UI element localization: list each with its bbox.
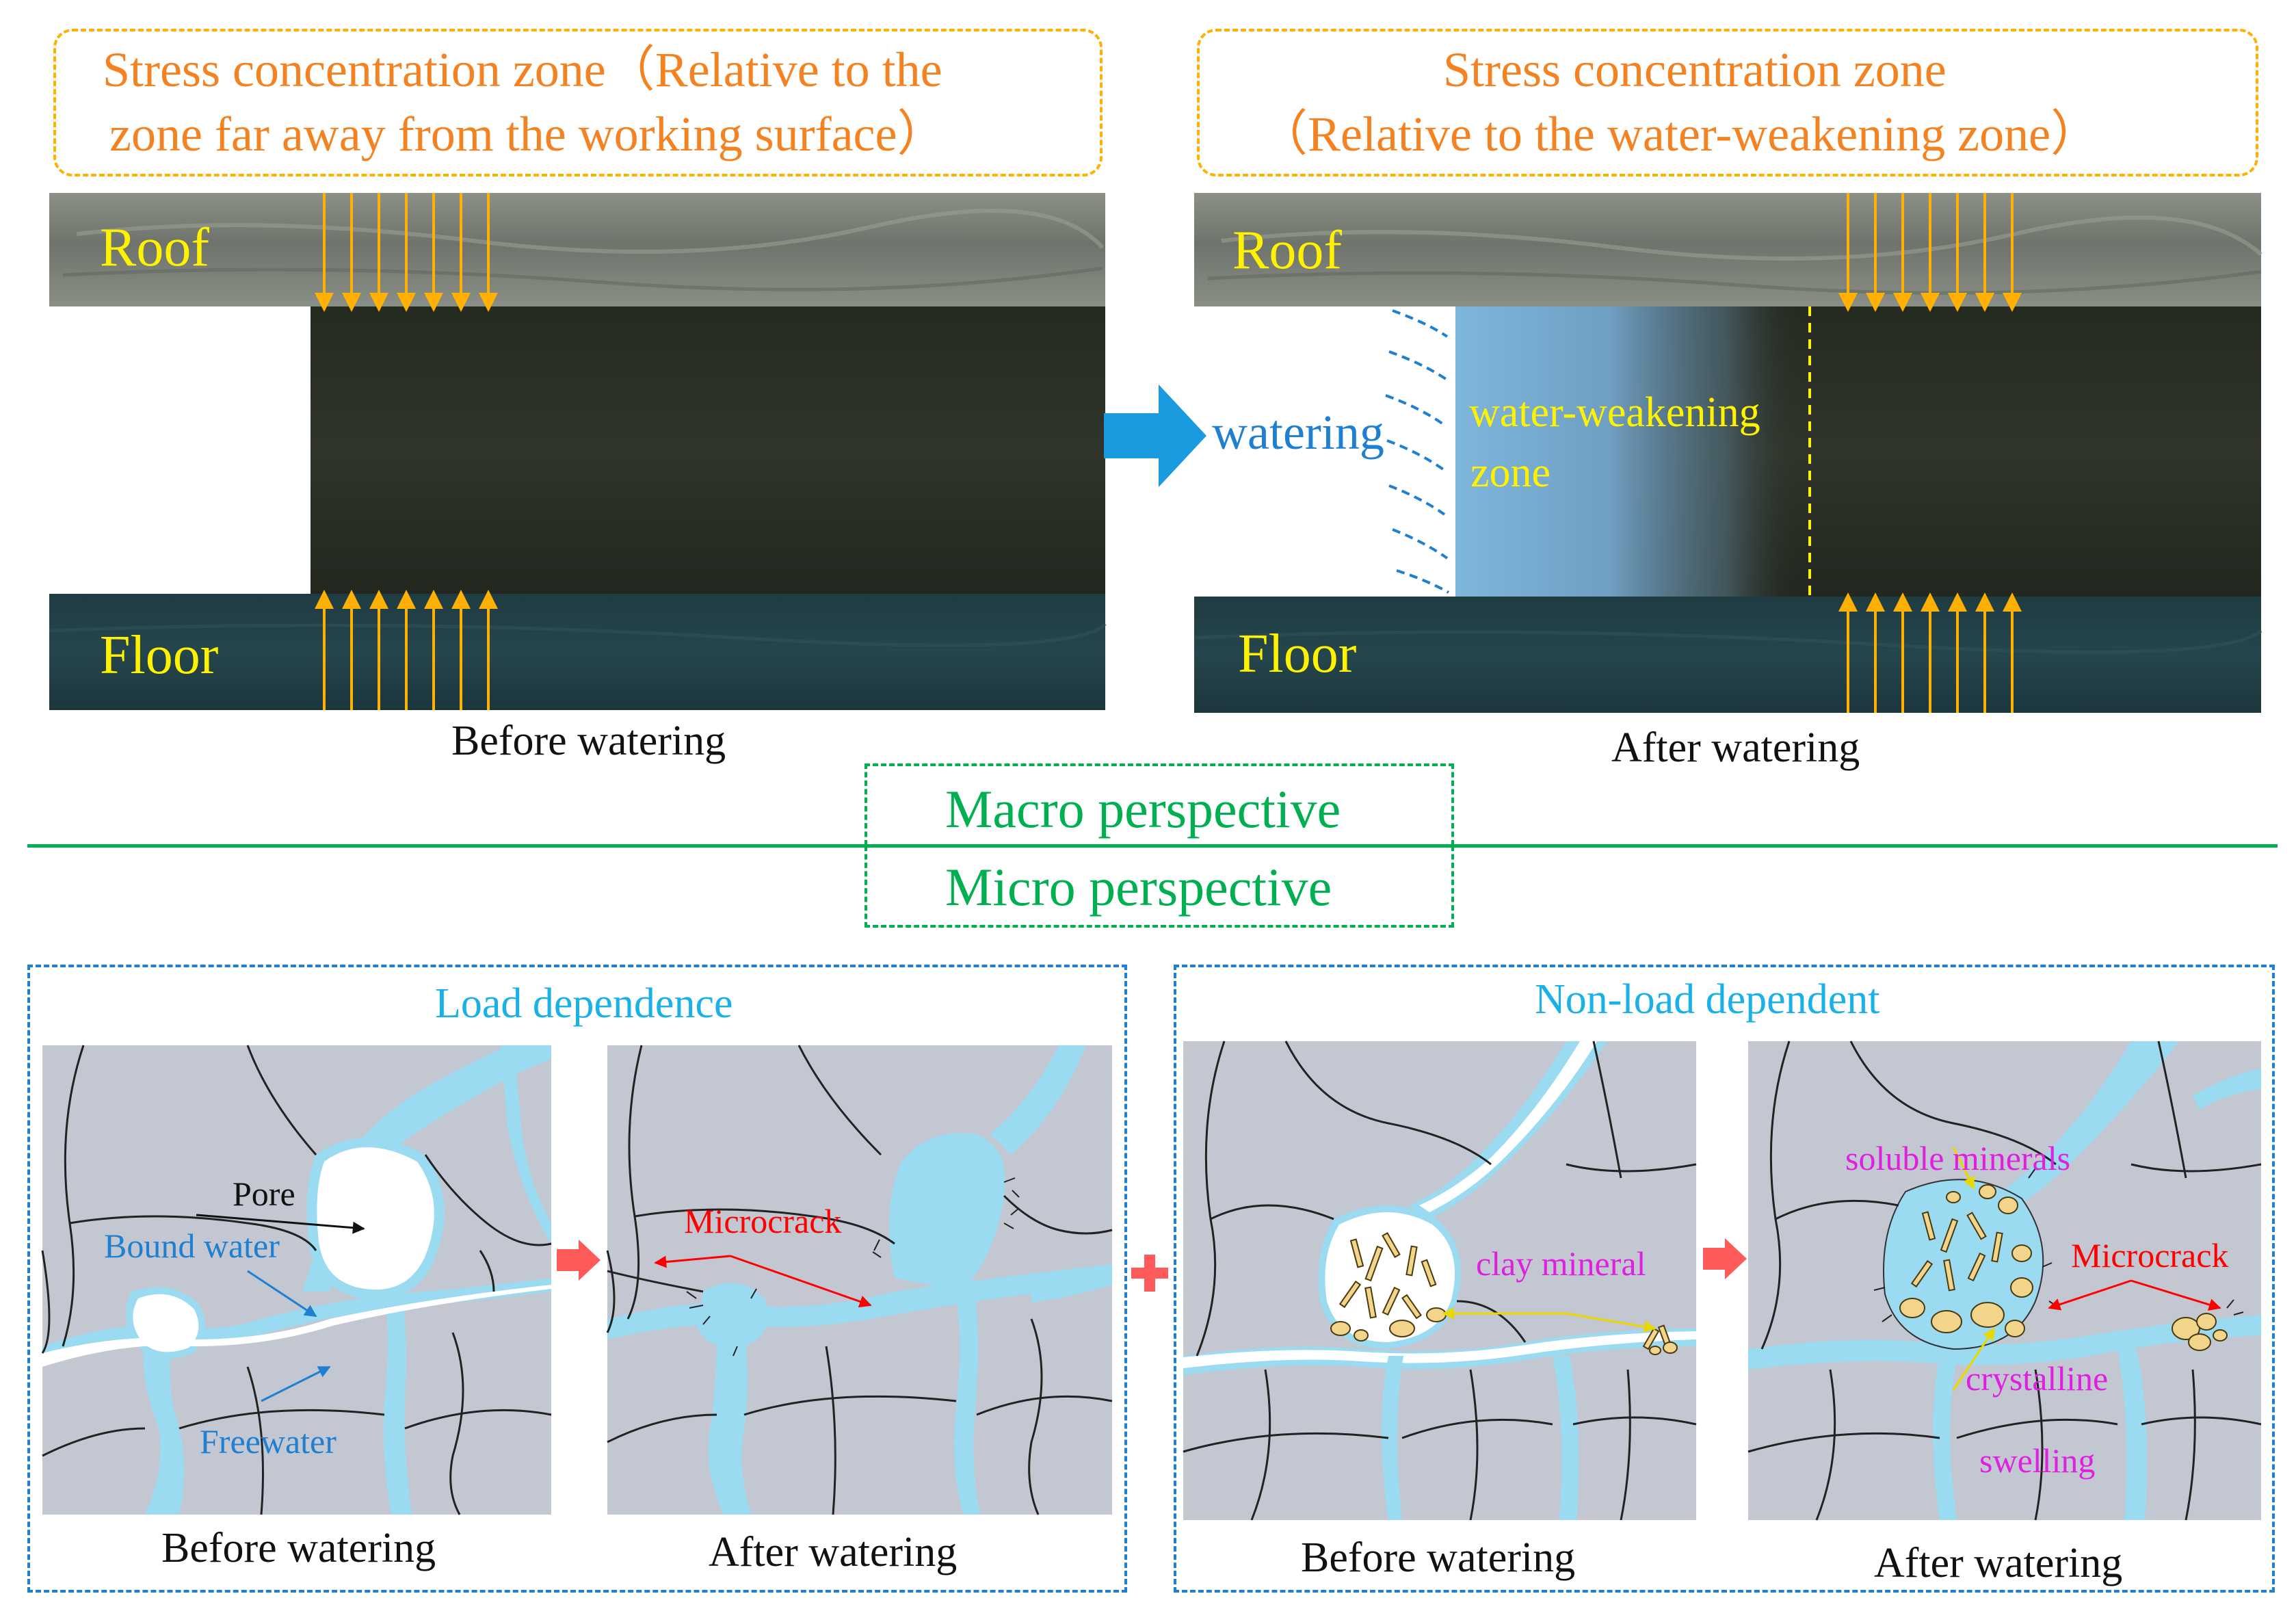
load-dependence-box bbox=[27, 965, 1127, 1593]
pore-label: Pore bbox=[233, 1175, 295, 1213]
caption-before-watering-nonload: Before watering bbox=[1301, 1534, 1576, 1581]
freewater-label: Freewater bbox=[200, 1422, 337, 1461]
microcrack-label-nonload: Microcrack bbox=[2071, 1236, 2229, 1274]
floor-label-left: Floor bbox=[100, 625, 219, 685]
microcrack-label-load: Microcrack bbox=[684, 1202, 842, 1240]
caption-before-watering-load: Before watering bbox=[161, 1525, 436, 1571]
floor-layer-right bbox=[1194, 597, 2261, 713]
coal-seam-left bbox=[311, 306, 1105, 594]
micro-load-after bbox=[606, 1045, 1113, 1515]
roof-label-left: Roof bbox=[100, 218, 209, 278]
macro-left-strata bbox=[49, 193, 1107, 710]
water-spray-lines bbox=[1385, 309, 1449, 594]
caption-after-watering-nonload: After watering bbox=[1874, 1540, 2123, 1586]
watering-label: watering bbox=[1212, 405, 1384, 460]
stress-zone-label-left-line1: Stress concentration zone（Relative to th… bbox=[103, 42, 942, 97]
micro-load-before bbox=[41, 1045, 552, 1515]
plus-icon bbox=[1131, 1255, 1168, 1292]
stress-arrows-up-right bbox=[1838, 592, 2022, 713]
floor-layer-left bbox=[49, 594, 1105, 710]
non-load-dependent-box bbox=[1174, 965, 2275, 1593]
arrow-right-red-icon-2 bbox=[1703, 1238, 1747, 1279]
micro-nonload-before bbox=[1183, 1041, 1697, 1521]
macro-perspective-label: Macro perspective bbox=[945, 779, 1341, 839]
micro-nonload-after bbox=[1747, 1041, 2262, 1521]
roof-label-right: Roof bbox=[1232, 220, 1342, 280]
stress-arrows-up-left bbox=[315, 590, 498, 710]
stress-zone-box-left bbox=[53, 29, 1103, 176]
stress-arrows-down-right bbox=[1838, 193, 2022, 312]
water-weakening-label-line2: zone bbox=[1470, 449, 1551, 496]
stress-zone-label-left-line2: zone far away from the working surface） bbox=[109, 107, 947, 161]
macro-right-strata bbox=[1193, 193, 2263, 713]
caption-before-watering-macro: Before watering bbox=[451, 718, 726, 764]
crystalline-swelling-label-line1: crystalline bbox=[1966, 1359, 2109, 1398]
micro-perspective-label: Micro perspective bbox=[945, 857, 1332, 917]
arrow-right-red-icon-1 bbox=[557, 1240, 601, 1281]
floor-label-right: Floor bbox=[1238, 624, 1357, 684]
water-weakening-zone bbox=[1455, 306, 1797, 597]
micro-label-box bbox=[865, 846, 1454, 928]
right-arrow-icon bbox=[1104, 384, 1206, 487]
stress-zone-label-right-line1: Stress concentration zone bbox=[1443, 42, 1947, 97]
stress-zone-label-right-line2: （Relative to the water-weakening zone） bbox=[1258, 107, 2100, 161]
perspective-divider-line bbox=[27, 844, 2278, 848]
bound-water-label: Bound water bbox=[104, 1227, 280, 1265]
macro-label-box bbox=[865, 763, 1454, 846]
clay-mineral-label: clay mineral bbox=[1476, 1244, 1646, 1283]
crystalline-swelling-label-line2: swelling bbox=[1979, 1441, 2096, 1480]
load-dependence-title: Load dependence bbox=[435, 980, 733, 1027]
caption-after-watering-macro: After watering bbox=[1611, 724, 1860, 771]
non-load-dependent-title: Non-load dependent bbox=[1535, 976, 1880, 1023]
soluble-minerals-label: soluble minerals bbox=[1845, 1139, 2071, 1177]
stress-arrows-down-left bbox=[315, 193, 498, 312]
stress-zone-box-right bbox=[1197, 29, 2258, 176]
caption-after-watering-load: After watering bbox=[709, 1529, 958, 1575]
water-weakening-label-line1: water-weakening bbox=[1469, 389, 1760, 436]
